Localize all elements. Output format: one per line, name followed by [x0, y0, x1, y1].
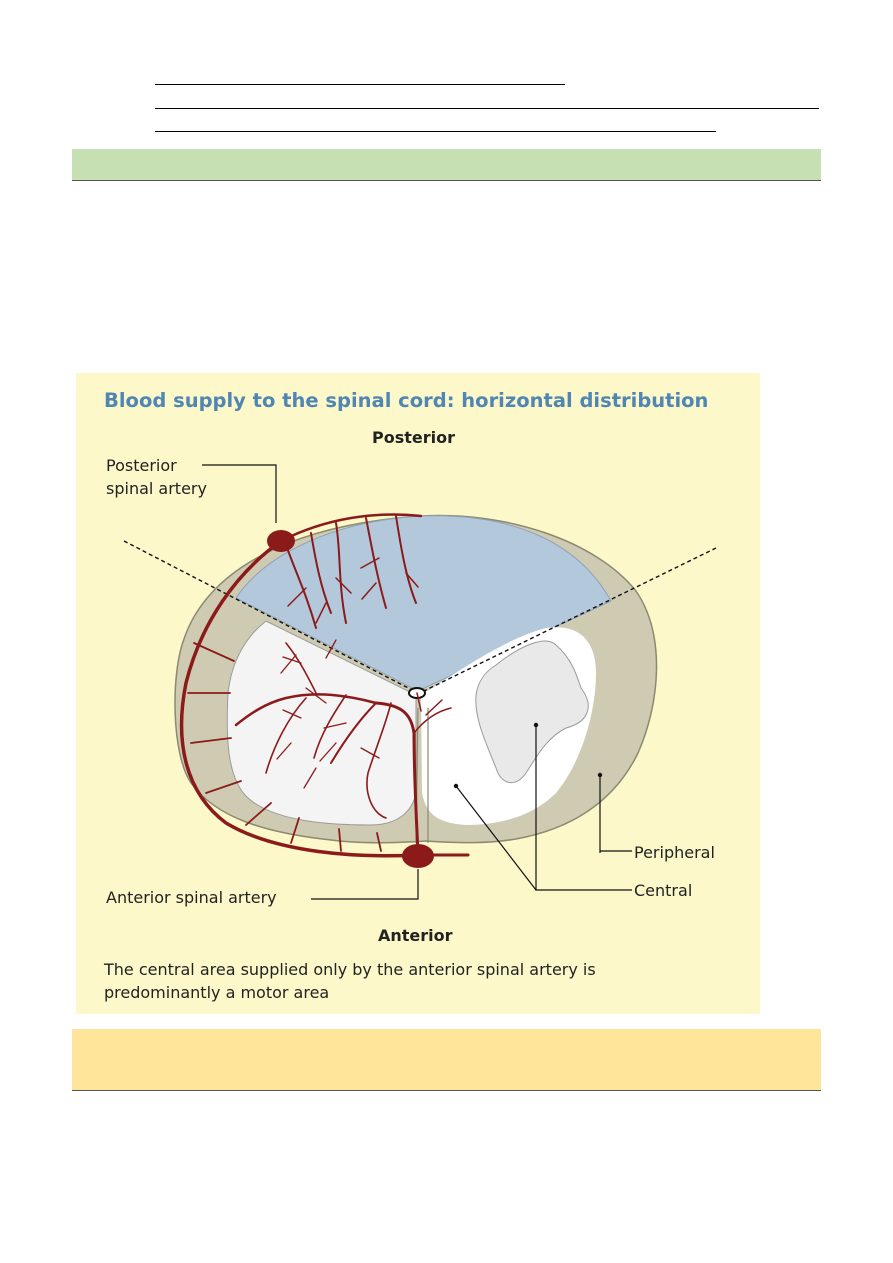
heading-rule-2: [155, 108, 819, 109]
caption-line-1: The central area supplied only by the an…: [104, 960, 596, 979]
posterior-spinal-artery-node: [267, 530, 295, 552]
figure-caption: The central area supplied only by the an…: [104, 958, 744, 1004]
heading-rule-3: [155, 131, 716, 132]
central-pointer-dot-2: [453, 783, 459, 789]
posterior-label: Posterior: [372, 428, 455, 447]
anterior-spinal-artery-label: Anterior spinal artery: [106, 888, 277, 907]
central-label: Central: [634, 881, 693, 900]
spinal-cord-blood-supply-figure: Blood supply to the spinal cord: horizon…: [76, 373, 760, 1014]
posterior-region: [235, 515, 612, 692]
right-dashed-divider: [423, 547, 717, 692]
caption-line-2: predominantly a motor area: [104, 983, 330, 1002]
figure-title: Blood supply to the spinal cord: horizon…: [104, 389, 709, 412]
section-footer-band: [72, 1029, 821, 1091]
grey-matter-right: [475, 640, 589, 783]
central-pointer-dot-1: [533, 722, 539, 728]
posterior-spinal-artery-label-line2: spinal artery: [106, 479, 207, 498]
peripheral-label: Peripheral: [634, 843, 715, 862]
anterior-spinal-artery-node: [402, 844, 434, 868]
peripheral-pointer-dot: [597, 772, 603, 778]
artery-network: [179, 513, 470, 858]
spinal-cord-diagram: [123, 464, 717, 900]
section-header-band: [72, 149, 821, 181]
left-dashed-divider: [123, 540, 415, 692]
heading-rule-1: [155, 84, 565, 85]
posterior-spinal-artery-label-line1: Posterior: [106, 456, 177, 475]
anterior-label: Anterior: [378, 926, 453, 945]
central-region-left: [226, 620, 417, 826]
leader-lines: [202, 464, 632, 900]
